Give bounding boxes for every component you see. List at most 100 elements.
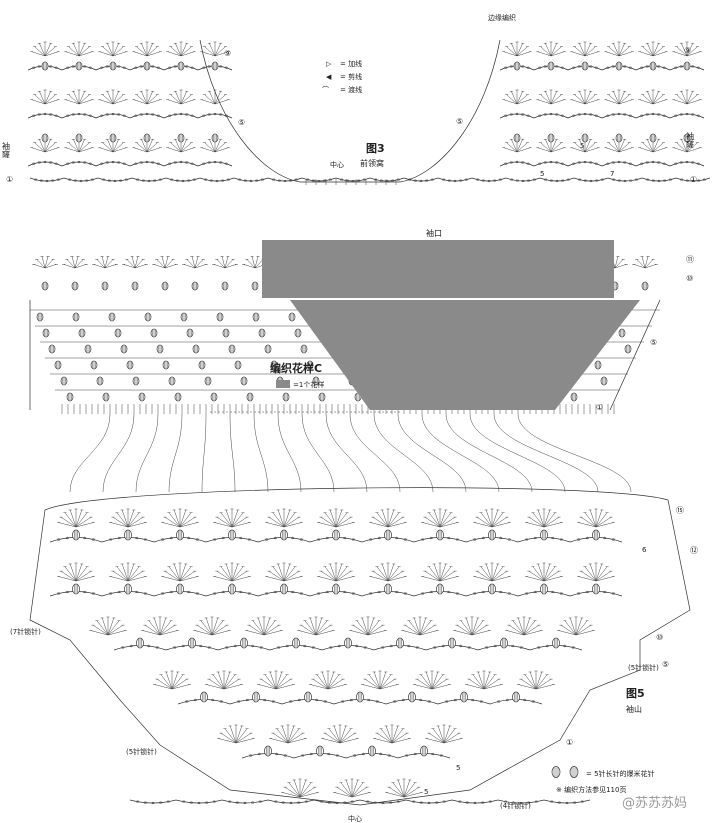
chain-stitch (166, 800, 170, 803)
stitch-fan (632, 256, 658, 269)
double-crochet (428, 566, 441, 582)
double-crochet (516, 91, 523, 105)
double-crochet (64, 566, 77, 582)
chain-loop (165, 177, 201, 182)
double-crochet (272, 566, 285, 582)
double-crochet (92, 624, 109, 636)
double-crochet (385, 725, 393, 744)
double-crochet (224, 728, 237, 744)
chain-stitch (487, 179, 491, 183)
double-crochet (283, 570, 300, 582)
popcorn-stitch-icon (384, 529, 392, 541)
double-crochet (60, 516, 77, 528)
double-crochet (263, 630, 282, 636)
double-crochet (339, 725, 347, 744)
stitch-fan (604, 89, 634, 105)
chain-stitch (100, 66, 104, 69)
double-crochet (503, 99, 518, 105)
double-crochet (681, 139, 688, 153)
double-crochet (33, 264, 46, 269)
double-crochet (194, 630, 213, 636)
stitch-fan (525, 562, 563, 582)
double-crochet (618, 51, 633, 57)
double-crochet (179, 512, 192, 528)
double-crochet (647, 43, 654, 57)
double-crochet (69, 563, 77, 582)
double-crochet (112, 516, 129, 528)
legend-symbol-add: ▷ (326, 60, 332, 68)
popcorn-stitch-icon (126, 360, 134, 370)
popcorn-stitch-icon (109, 61, 117, 71)
chain-stitch (289, 700, 293, 703)
chain-stitch (572, 114, 576, 117)
chain-loop (669, 161, 705, 167)
chain-stitch (363, 646, 367, 649)
double-crochet (146, 94, 158, 105)
chain-stitch (32, 162, 36, 165)
stitch-fan (473, 508, 511, 528)
chain-stitch (117, 590, 121, 594)
chain-stitch (362, 178, 366, 181)
chain-stitch (212, 800, 216, 803)
double-crochet (204, 142, 216, 153)
chain-stitch (141, 179, 145, 182)
popcorn-stitch-icon (396, 637, 404, 649)
chain-stitch (560, 66, 564, 69)
double-crochet (560, 624, 577, 636)
popcorn-stitch-icon (96, 376, 104, 386)
chain-stitch (657, 65, 661, 68)
chain-stitch (545, 644, 549, 648)
double-crochet (350, 630, 369, 636)
double-crochet (516, 46, 528, 57)
chain-stitch (691, 65, 695, 68)
stitch-fan (62, 256, 88, 269)
double-crochet (545, 139, 552, 153)
chain-stitch (237, 700, 241, 703)
double-crochet (101, 256, 106, 269)
chain-stitch (583, 112, 587, 116)
double-crochet (107, 620, 120, 636)
chain-stitch (662, 66, 666, 69)
double-crochet (263, 624, 280, 636)
chain-stitch (340, 178, 344, 181)
double-crochet (134, 256, 139, 269)
connection-strand (253, 413, 269, 493)
chain-stitch (403, 592, 407, 595)
stitch-fan (321, 724, 359, 744)
popcorn-stitch-icon (300, 344, 308, 354)
stitch-fan (57, 508, 95, 528)
chain-stitch (455, 538, 459, 541)
popcorn-stitch-icon (71, 281, 79, 291)
popcorn-stitch-icon (240, 376, 248, 386)
double-crochet (160, 674, 173, 690)
chain-stitch (697, 179, 701, 182)
chain-stitch (102, 178, 106, 181)
double-crochet (367, 617, 375, 636)
popcorn-stitch-icon (41, 61, 49, 71)
chain-stitch (580, 800, 584, 803)
chain-stitch (291, 536, 295, 540)
chain-stitch (366, 800, 370, 803)
popcorn-stitch-icon (615, 61, 623, 71)
chain-stitch (657, 161, 661, 164)
double-crochet (419, 624, 436, 636)
stitch-fan (64, 89, 94, 105)
double-crochet (64, 512, 77, 528)
double-crochet (571, 147, 586, 153)
double-crochet (516, 43, 523, 57)
double-crochet (571, 99, 586, 105)
double-crochet (44, 256, 49, 269)
chain-stitch (425, 179, 429, 182)
chain-stitch (271, 700, 275, 703)
double-crochet (376, 512, 389, 528)
double-crochet (112, 43, 119, 57)
double-crochet (558, 630, 577, 636)
double-crochet (99, 147, 114, 153)
double-crochet (252, 620, 265, 636)
double-crochet (324, 512, 337, 528)
popcorn-stitch-icon (211, 61, 219, 71)
double-crochet (537, 51, 552, 57)
double-crochet (73, 91, 80, 105)
double-crochet (516, 147, 531, 153)
double-crochet (60, 570, 77, 582)
